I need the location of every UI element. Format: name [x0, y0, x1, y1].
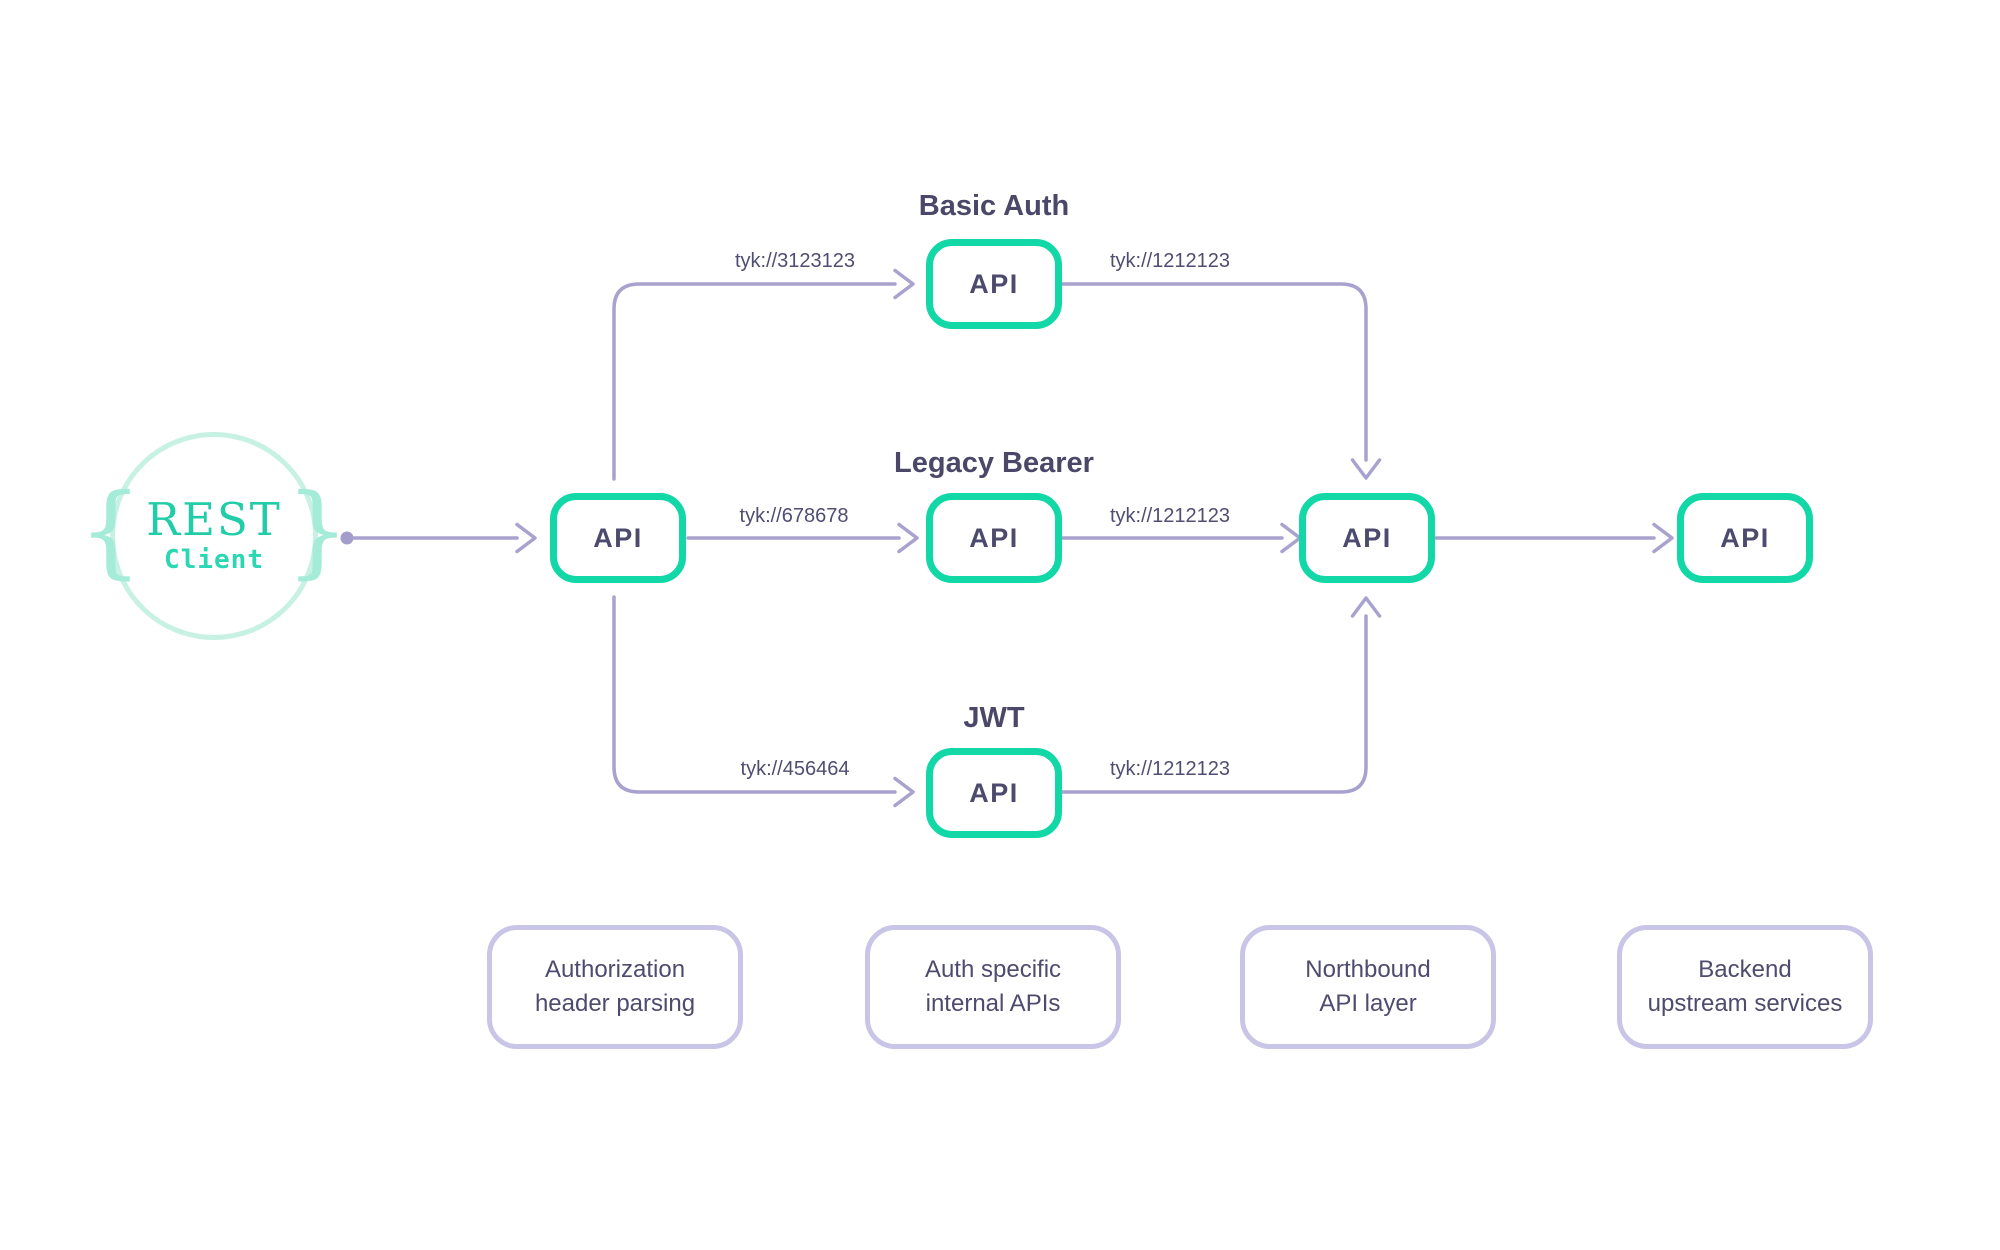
footnote-line: Authorization — [544, 955, 686, 983]
edge-gateway-basic — [612, 282, 897, 481]
edge-label-gateway-basic: tyk://3123123 — [734, 250, 856, 272]
rest-client-node: { REST Client } — [79, 432, 349, 640]
edge-label-gateway-jwt: tyk://456464 — [740, 758, 850, 780]
arrowhead-gateway-basic — [893, 268, 915, 300]
api-node-jwt: API — [926, 748, 1062, 838]
api-node-northbound: API — [1299, 493, 1435, 583]
footnote-line: internal APIs — [925, 990, 1061, 1017]
close-brace-glyph: } — [285, 472, 350, 589]
arrowhead-client-gateway — [515, 522, 537, 554]
edge-label-basic-northbound: tyk://1212123 — [1109, 250, 1231, 272]
footnote-northbound-api-layer: Northbound API layer — [1240, 925, 1496, 1049]
api-node-backend: API — [1677, 493, 1813, 583]
edge-basic-northbound — [1060, 282, 1368, 462]
arrowhead-legacy-northbound — [1280, 522, 1302, 554]
edge-jwt-northbound — [1060, 614, 1368, 794]
branch-title-jwt: JWT — [963, 702, 1025, 734]
rest-client-text: REST Client — [146, 497, 282, 575]
arrowhead-gateway-legacy — [897, 522, 919, 554]
rest-client-logo: { REST Client } — [78, 472, 350, 589]
arrowhead-gateway-jwt — [893, 776, 915, 808]
footnote-line: Auth specific — [924, 955, 1062, 983]
edge-gateway-jwt — [612, 595, 897, 794]
arrowhead-jwt-northbound — [1350, 596, 1382, 618]
footnote-line: API layer — [1319, 990, 1417, 1017]
footnote-authorization-header-parsing: Authorization header parsing — [487, 925, 743, 1049]
api-node-gateway: API — [550, 493, 686, 583]
open-brace-glyph: { — [78, 472, 143, 589]
api-node-legacy-bearer: API — [926, 493, 1062, 583]
arrowhead-basic-northbound — [1350, 458, 1382, 480]
footnote-line: header parsing — [534, 990, 696, 1017]
footnote-backend-upstream-services: Backend upstream services — [1617, 925, 1873, 1049]
edge-start-dot — [340, 531, 354, 545]
footnote-line: upstream services — [1647, 990, 1843, 1017]
arrowhead-northbound-backend — [1652, 522, 1674, 554]
footnote-line: Backend — [1698, 955, 1792, 983]
branch-title-legacy-bearer: Legacy Bearer — [894, 447, 1094, 479]
edge-label-legacy-northbound: tyk://1212123 — [1109, 505, 1231, 527]
footnote-auth-specific-internal-apis: Auth specific internal APIs — [865, 925, 1121, 1049]
rest-client-subtitle: Client — [164, 545, 264, 575]
rest-client-title: REST — [146, 493, 282, 546]
footnote-line: Northbound — [1305, 955, 1431, 983]
api-node-basic-auth: API — [926, 239, 1062, 329]
edge-label-gateway-legacy: tyk://678678 — [739, 505, 849, 527]
edge-label-jwt-northbound: tyk://1212123 — [1109, 758, 1231, 780]
branch-title-basic-auth: Basic Auth — [918, 190, 1070, 222]
